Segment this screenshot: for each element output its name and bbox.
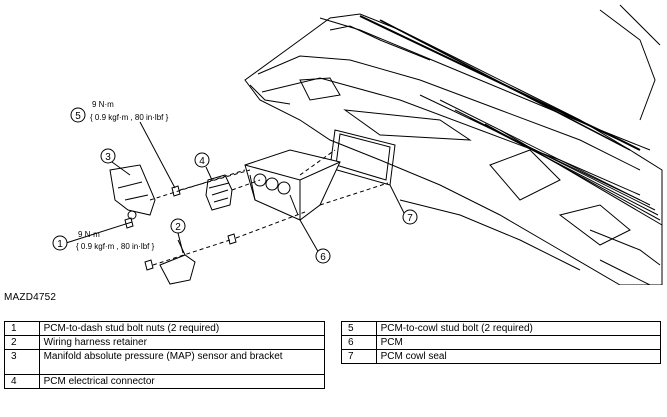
callout-5-torque-kgf: { 0.9 kgf·m , 80 in·lbf } (90, 113, 169, 122)
legend-number: 3 (4, 349, 40, 375)
callout-5-torque-nm: 9 N·m (92, 100, 114, 109)
legend-number: 7 (341, 349, 377, 364)
legend-number: 2 (4, 335, 40, 350)
map-sensor-bracket (109, 164, 156, 220)
legend-row: 2 Wiring harness retainer (4, 335, 326, 350)
callout-7-number: 7 (407, 213, 413, 224)
callout-2: 2 (170, 218, 186, 234)
callout-5: 5 9 N·m { 0.9 kgf·m , 80 in·lbf } (70, 100, 169, 123)
legend-number: 4 (4, 374, 40, 389)
exploded-view-illustration: 5 9 N·m { 0.9 kgf·m , 80 in·lbf } 3 4 2 … (52, 4, 663, 285)
callout-5-number: 5 (75, 111, 81, 122)
callout-6-number: 6 (320, 252, 326, 263)
callout-1-torque-kgf: { 0.9 kgf·m , 80 in·lbf } (76, 242, 155, 251)
pcm-module (244, 149, 341, 221)
legend-table-left: 1 PCM-to-dash stud bolt nuts (2 required… (4, 321, 326, 389)
legend-number: 6 (341, 335, 377, 350)
legend-row: 6 PCM (341, 335, 662, 350)
callout-2-number: 2 (175, 222, 181, 233)
legend-text: PCM-to-cowl stud bolt (2 required) (375, 321, 662, 336)
legend-row: 1 PCM-to-dash stud bolt nuts (2 required… (4, 321, 326, 336)
pcm-electrical-connector (205, 174, 233, 211)
assembly-guide-lines (149, 149, 389, 266)
legend-text: Wiring harness retainer (38, 335, 326, 350)
legend-text: PCM (375, 335, 662, 350)
callout-1-torque-nm: 9 N·m (78, 230, 100, 239)
fasteners (124, 185, 237, 271)
legend-number: 5 (341, 321, 377, 336)
callout-3-number: 3 (105, 152, 111, 163)
legend-row: 4 PCM electrical connector (4, 374, 326, 389)
legend-row: 5 PCM-to-cowl stud bolt (2 required) (341, 321, 662, 336)
figure-id: MAZD4752 (4, 292, 57, 303)
pcm-cowl-seal (329, 129, 396, 186)
legend-text: PCM cowl seal (375, 349, 662, 364)
callout-4: 4 (194, 152, 210, 168)
legend-text: Manifold absolute pressure (MAP) sensor … (38, 349, 326, 375)
wiring-harness-retainer (159, 239, 196, 285)
legend-row: 7 PCM cowl seal (341, 349, 662, 364)
callout-6: 6 (315, 248, 331, 264)
legend-text: PCM electrical connector (38, 374, 326, 389)
callout-1-number: 1 (57, 239, 63, 250)
cowl-panel (244, 4, 663, 285)
callout-7: 7 (402, 209, 418, 225)
callout-1: 1 9 N·m { 0.9 kgf·m , 80 in·lbf } (52, 230, 155, 251)
legend-row: 3 Manifold absolute pressure (MAP) senso… (4, 349, 326, 375)
callout-4-number: 4 (199, 156, 205, 167)
leader-lines (65, 121, 406, 256)
legend-table-right: 5 PCM-to-cowl stud bolt (2 required) 6 P… (341, 321, 662, 364)
legend-number: 1 (4, 321, 40, 336)
legend-text: PCM-to-dash stud bolt nuts (2 required) (38, 321, 326, 336)
callout-3: 3 (100, 148, 116, 164)
